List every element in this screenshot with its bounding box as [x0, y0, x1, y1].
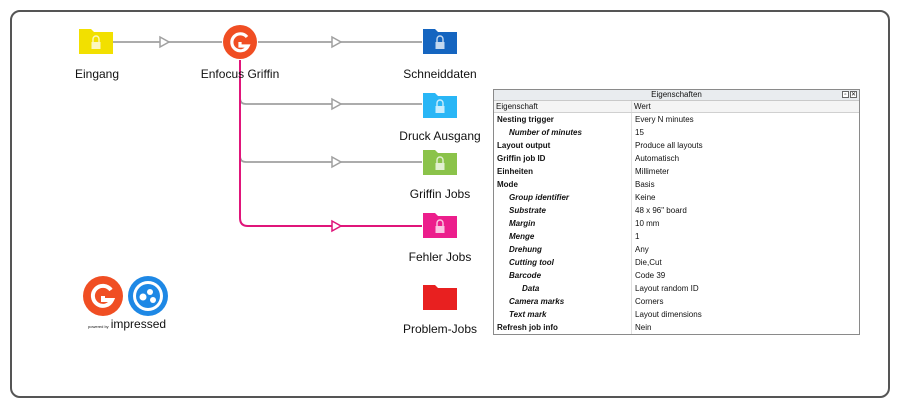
node-label-fehler-jobs: Fehler Jobs: [408, 250, 472, 264]
property-value[interactable]: Every N minutes: [635, 115, 694, 124]
property-value[interactable]: Die,Cut: [635, 258, 662, 267]
folder-druck-ausgang[interactable]: [423, 93, 457, 118]
property-value[interactable]: Layout random ID: [635, 284, 699, 293]
property-name: Mode: [494, 178, 632, 191]
property-value[interactable]: Nein: [635, 323, 652, 332]
node-label-druck-ausgang: Druck Ausgang: [399, 129, 481, 143]
folder-schneiddaten[interactable]: [423, 29, 457, 54]
impressed-logo-icon: [128, 276, 168, 316]
close-icon[interactable]: ✕: [850, 91, 857, 98]
arrow-icon: [331, 155, 343, 169]
panel-title: Eigenschaften: [651, 90, 702, 99]
property-name: Data: [494, 282, 632, 295]
property-name: Griffin job ID: [494, 152, 632, 165]
connectors: [111, 35, 422, 233]
property-value[interactable]: Automatisch: [635, 154, 680, 163]
connector-griffin-fehler[interactable]: [239, 60, 422, 227]
property-name: Menge: [494, 230, 632, 243]
nodes: [79, 25, 457, 310]
property-name: Group identifier: [494, 191, 632, 204]
lock-icon: [435, 219, 445, 233]
property-value[interactable]: 10 mm: [635, 219, 660, 228]
property-value[interactable]: 15: [635, 128, 644, 137]
column-header-value[interactable]: Wert: [634, 102, 651, 111]
lock-icon: [435, 35, 445, 49]
folder-eingang[interactable]: [79, 29, 113, 54]
brand-text: impressed: [110, 317, 167, 331]
property-value[interactable]: Millimeter: [635, 167, 670, 176]
folder-griffin-jobs[interactable]: [423, 150, 457, 175]
folder-problem-jobs[interactable]: [423, 285, 457, 310]
powered-by-text: powered by: [88, 324, 109, 329]
node-label-problem-jobs: Problem-Jobs: [402, 322, 478, 336]
property-name: Cutting tool: [494, 256, 632, 269]
property-name: Substrate: [494, 204, 632, 217]
arrow-icon: [159, 35, 171, 49]
property-value[interactable]: 1: [635, 232, 640, 241]
property-name: Nesting trigger: [494, 113, 632, 126]
property-name: Margin: [494, 217, 632, 230]
enfocus-griffin-node[interactable]: [223, 25, 257, 59]
property-value[interactable]: Produce all layouts: [635, 141, 703, 150]
property-name: Number of minutes: [494, 126, 632, 139]
lock-icon: [435, 156, 445, 170]
node-label-griffin-jobs: Griffin Jobs: [409, 187, 471, 201]
property-name: Einheiten: [494, 165, 632, 178]
property-value[interactable]: Corners: [635, 297, 664, 306]
property-value[interactable]: Layout dimensions: [635, 310, 702, 319]
property-value[interactable]: Code 39: [635, 271, 666, 280]
lock-icon: [435, 99, 445, 113]
column-header-property[interactable]: Eigenschaft: [494, 101, 632, 112]
float-icon[interactable]: ▫: [842, 91, 849, 98]
arrow-icon: [331, 97, 343, 111]
property-name: Text mark: [494, 308, 632, 321]
property-name: Camera marks: [494, 295, 632, 308]
panel-header: Eigenschaft Wert: [494, 101, 859, 113]
arrow-icon: [331, 35, 343, 49]
property-value[interactable]: Keine: [635, 193, 656, 202]
property-name: Refresh job info: [494, 321, 632, 334]
connector-griffin-jobs[interactable]: [239, 104, 422, 163]
property-value[interactable]: Any: [635, 245, 649, 254]
property-value[interactable]: 48 x 96" board: [635, 206, 687, 215]
branding-logos: [83, 276, 168, 316]
node-label-schneiddaten: Schneiddaten: [403, 67, 477, 81]
property-value[interactable]: Basis: [635, 180, 655, 189]
lock-icon: [91, 35, 101, 49]
enfocus-logo-icon: [230, 32, 251, 53]
arrow-icon: [331, 219, 343, 233]
property-name: Barcode: [494, 269, 632, 282]
node-label-eingang: Eingang: [74, 67, 120, 81]
folder-fehler-jobs[interactable]: [423, 213, 457, 238]
properties-panel: Eigenschaften ▫ ✕ Eigenschaft Wert Nesti…: [493, 89, 860, 335]
node-label-enfocus-griffin: Enfocus Griffin: [200, 67, 280, 81]
enfocus-logo-icon: [83, 276, 123, 316]
property-name: Drehung: [494, 243, 632, 256]
property-name: Layout output: [494, 139, 632, 152]
panel-title-bar: Eigenschaften ▫ ✕: [494, 90, 859, 101]
